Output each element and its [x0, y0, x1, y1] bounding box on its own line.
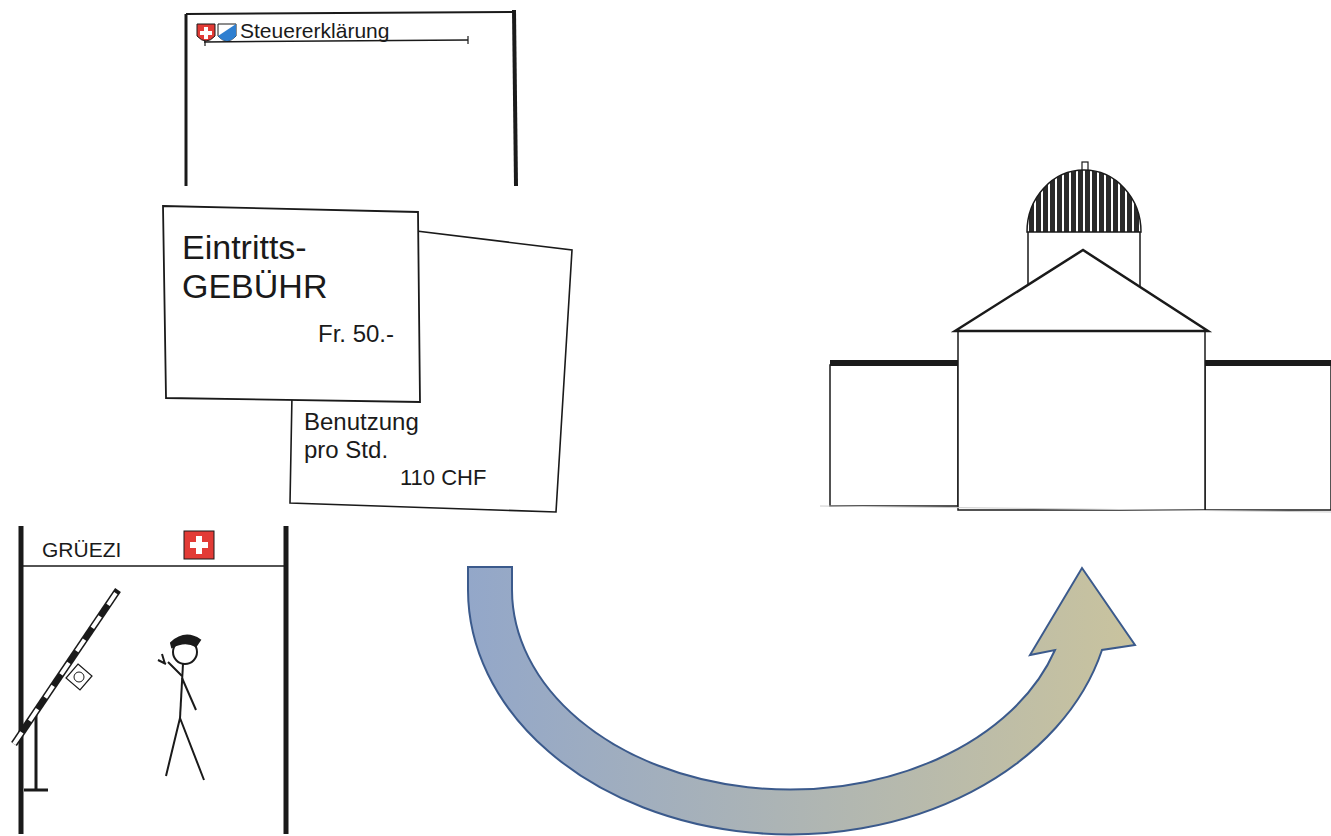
fee-card [163, 206, 420, 402]
zurich-shield [218, 24, 236, 41]
gate-sign: GRÜEZI [34, 536, 144, 565]
building [820, 162, 1331, 512]
curved-arrow [468, 567, 1135, 834]
handwritten-text: Eintritts- GEBÜHR [182, 228, 382, 306]
tax-form-title: Steuererklärung [238, 17, 468, 46]
handwritten-text: 110 CHF [400, 465, 536, 490]
handwritten-text: Steuererklärung [240, 19, 466, 43]
barrier [14, 590, 118, 790]
handwritten-text: GRÜEZI [42, 538, 142, 562]
handwritten-text: Benutzung pro Std. [304, 408, 439, 463]
tax-form-sheet [186, 10, 516, 186]
fee-card-text: Eintritts- GEBÜHR Fr. 50.- [172, 222, 407, 382]
swiss-shield [197, 24, 215, 41]
handwritten-text: Fr. 50.- [318, 320, 401, 348]
usage-price-text: Benutzung pro Std.110 CHF [300, 404, 540, 499]
border-guard [158, 636, 204, 780]
